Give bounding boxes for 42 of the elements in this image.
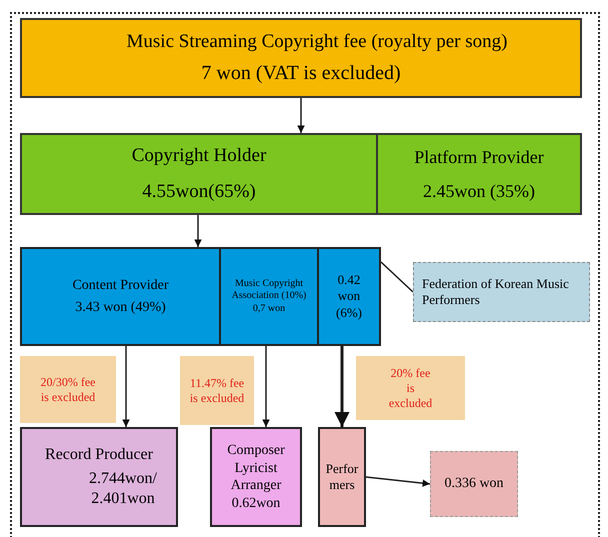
node-text: Music Copyright Association (10%) [230,278,308,303]
arrow [122,346,130,427]
arrow [262,346,270,427]
note-box [180,356,254,425]
recipient-box [20,427,178,527]
node-text: 20% fee is excluded [388,366,434,410]
node-text: 11.47% fee is excluded [188,376,246,406]
node-text: Composer Lyricist Arranger [226,442,286,494]
arrow [366,476,430,487]
share-box [20,133,378,215]
amount-box [430,451,518,517]
note-box [20,356,116,423]
organization-box [413,262,590,322]
node-text: Copyright Holder [132,144,266,168]
share-box [376,133,582,215]
node-text: 2.744won/ 2.401won [88,469,158,509]
arrow [334,346,350,427]
node-text: 0.62won [232,494,280,512]
node-text: Federation of Korean Music Performers [422,276,570,308]
arrow [194,215,202,247]
node-text: Record Producer [44,445,154,465]
share-box [317,247,381,346]
node-text: Music Streaming Copyright fee (royalty per song) [126,30,508,54]
node-text: 7 won (VAT is excluded) [201,61,401,86]
node-text: 3.43 won (49%) [75,298,166,316]
node-text: Content Provider [72,277,169,294]
node-text: Performers [324,460,360,494]
node-text: 4.55won(65%) [142,180,256,204]
note-box [356,356,465,420]
node-text: Platform Provider [414,146,544,168]
node-text: 0.42 won (6%) [335,272,363,321]
arrow [297,98,305,133]
recipient-box [210,427,302,527]
node-text: 2.45won (35%) [423,180,535,202]
node-text: 0,7 won [252,302,286,316]
connector-line [380,261,414,293]
share-box [219,247,319,346]
share-box [20,247,221,346]
node-text: 20/30% fee is excluded [40,374,96,404]
node-text: 0.336 won [444,475,504,493]
recipient-box [318,427,366,527]
total-fee-box [20,18,582,98]
